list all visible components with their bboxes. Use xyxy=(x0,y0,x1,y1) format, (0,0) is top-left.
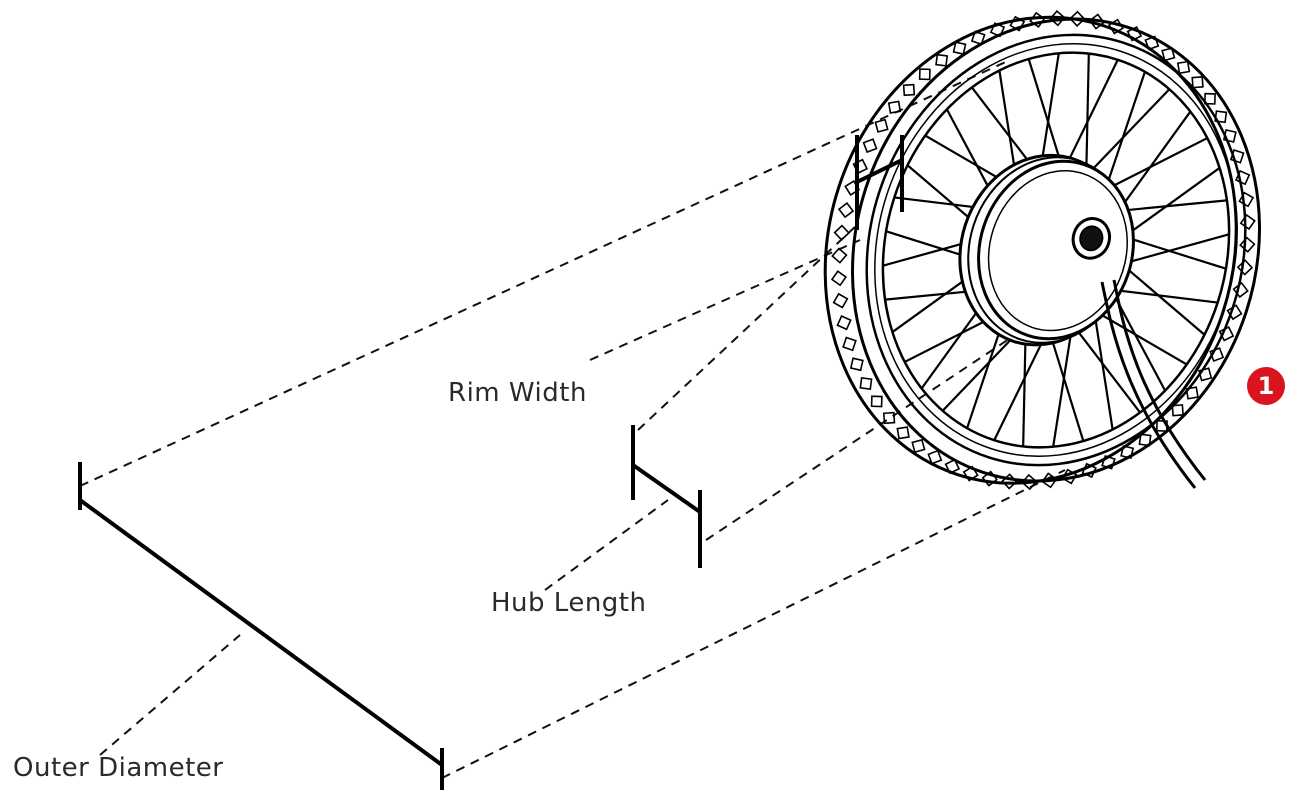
spoke xyxy=(1066,59,1119,164)
tread-block xyxy=(1144,35,1160,51)
rim-width-projection xyxy=(637,224,858,431)
hub-length-line xyxy=(631,463,702,514)
rim-middle-ring xyxy=(874,43,1238,457)
tread-block xyxy=(882,411,896,425)
spoke xyxy=(1126,268,1206,336)
tread-block xyxy=(1171,404,1184,417)
tread-block xyxy=(1069,10,1086,27)
tread-block xyxy=(927,449,943,465)
tread-block xyxy=(833,224,850,241)
tread-block xyxy=(1049,10,1066,27)
spoke xyxy=(1050,336,1085,442)
spoke xyxy=(1107,71,1146,182)
tread-block xyxy=(1161,47,1176,62)
spoke xyxy=(971,86,1036,171)
tread-block xyxy=(870,395,883,408)
tread-block xyxy=(832,292,849,309)
rim-width-label-leader xyxy=(589,239,861,361)
spoke xyxy=(1094,318,1114,430)
spoke xyxy=(1076,329,1141,414)
outer-diameter-label-leader xyxy=(99,634,241,756)
tread-block xyxy=(859,377,873,391)
tread-block xyxy=(852,158,869,175)
tread-block xyxy=(1061,468,1078,485)
tread-block xyxy=(1238,191,1255,208)
tread-block xyxy=(944,458,961,475)
rim-outer-ring xyxy=(865,33,1247,467)
tread-block xyxy=(831,247,848,264)
projection-lines xyxy=(79,59,1066,779)
dimension-lines xyxy=(78,135,904,790)
tread-block xyxy=(862,138,878,154)
spoke xyxy=(1122,110,1192,205)
rim-width-line xyxy=(856,158,903,184)
tread-block xyxy=(970,30,986,46)
tread-block xyxy=(849,357,864,372)
spoke xyxy=(993,336,1046,441)
hub-motor-face xyxy=(977,159,1135,341)
tread-block xyxy=(1239,236,1256,253)
spoke xyxy=(1100,313,1188,366)
spoke xyxy=(1085,53,1090,168)
tread-block xyxy=(1021,473,1038,491)
spoke xyxy=(1130,167,1221,233)
hub-length-projection xyxy=(705,334,1016,541)
axle-core xyxy=(1079,225,1104,252)
tread-block xyxy=(874,118,889,133)
tread-block xyxy=(1138,433,1152,447)
spoke xyxy=(1131,237,1227,270)
spoke xyxy=(966,318,1005,429)
spoke xyxy=(1114,296,1167,392)
outer-diameter-top-projection xyxy=(79,59,1011,487)
tread-block xyxy=(902,83,916,97)
tread-block xyxy=(896,426,910,440)
hub-length-label-leader xyxy=(544,499,669,591)
spoke xyxy=(1118,289,1218,304)
tread-block xyxy=(935,53,949,67)
tread-block xyxy=(918,68,931,81)
tread-block xyxy=(836,314,852,331)
motor-cable xyxy=(1100,279,1207,489)
tread-block xyxy=(1236,259,1254,276)
spoke xyxy=(1111,137,1208,188)
spoke xyxy=(998,70,1018,182)
tread-block xyxy=(952,41,967,56)
spoke xyxy=(1052,332,1073,447)
tread-block xyxy=(1176,60,1191,75)
tire-tread xyxy=(830,10,1256,491)
spoke xyxy=(1091,88,1171,171)
rim-width-label: Rim Width xyxy=(448,378,587,408)
tread-block xyxy=(1203,92,1216,105)
tread-block xyxy=(842,336,857,352)
wheel-illustration xyxy=(823,10,1261,491)
spoke xyxy=(1126,199,1228,212)
spoke xyxy=(941,329,1021,412)
tread-block xyxy=(1088,13,1106,30)
tread-block xyxy=(1191,76,1204,89)
outer-diameter-bottom-projection xyxy=(441,469,1066,779)
spoke xyxy=(1027,58,1062,164)
hub-length-label: Hub Length xyxy=(491,588,647,618)
outer-diameter-line xyxy=(78,498,444,767)
tread-block xyxy=(911,438,926,454)
tire-front-edge xyxy=(851,17,1261,483)
tread-block xyxy=(1041,472,1058,489)
tread-block xyxy=(1185,386,1199,400)
outer-diameter-label: Outer Diameter xyxy=(13,753,224,783)
tread-block xyxy=(830,270,848,287)
spoke xyxy=(1022,332,1027,447)
tread-block xyxy=(844,179,861,196)
tread-block xyxy=(837,202,855,219)
step-number-badge: 1 xyxy=(1247,367,1285,405)
tread-block xyxy=(989,22,1006,38)
tread-block xyxy=(887,100,902,114)
spoke xyxy=(1039,53,1060,168)
tread-block xyxy=(1239,213,1256,231)
spoke xyxy=(1129,233,1230,263)
